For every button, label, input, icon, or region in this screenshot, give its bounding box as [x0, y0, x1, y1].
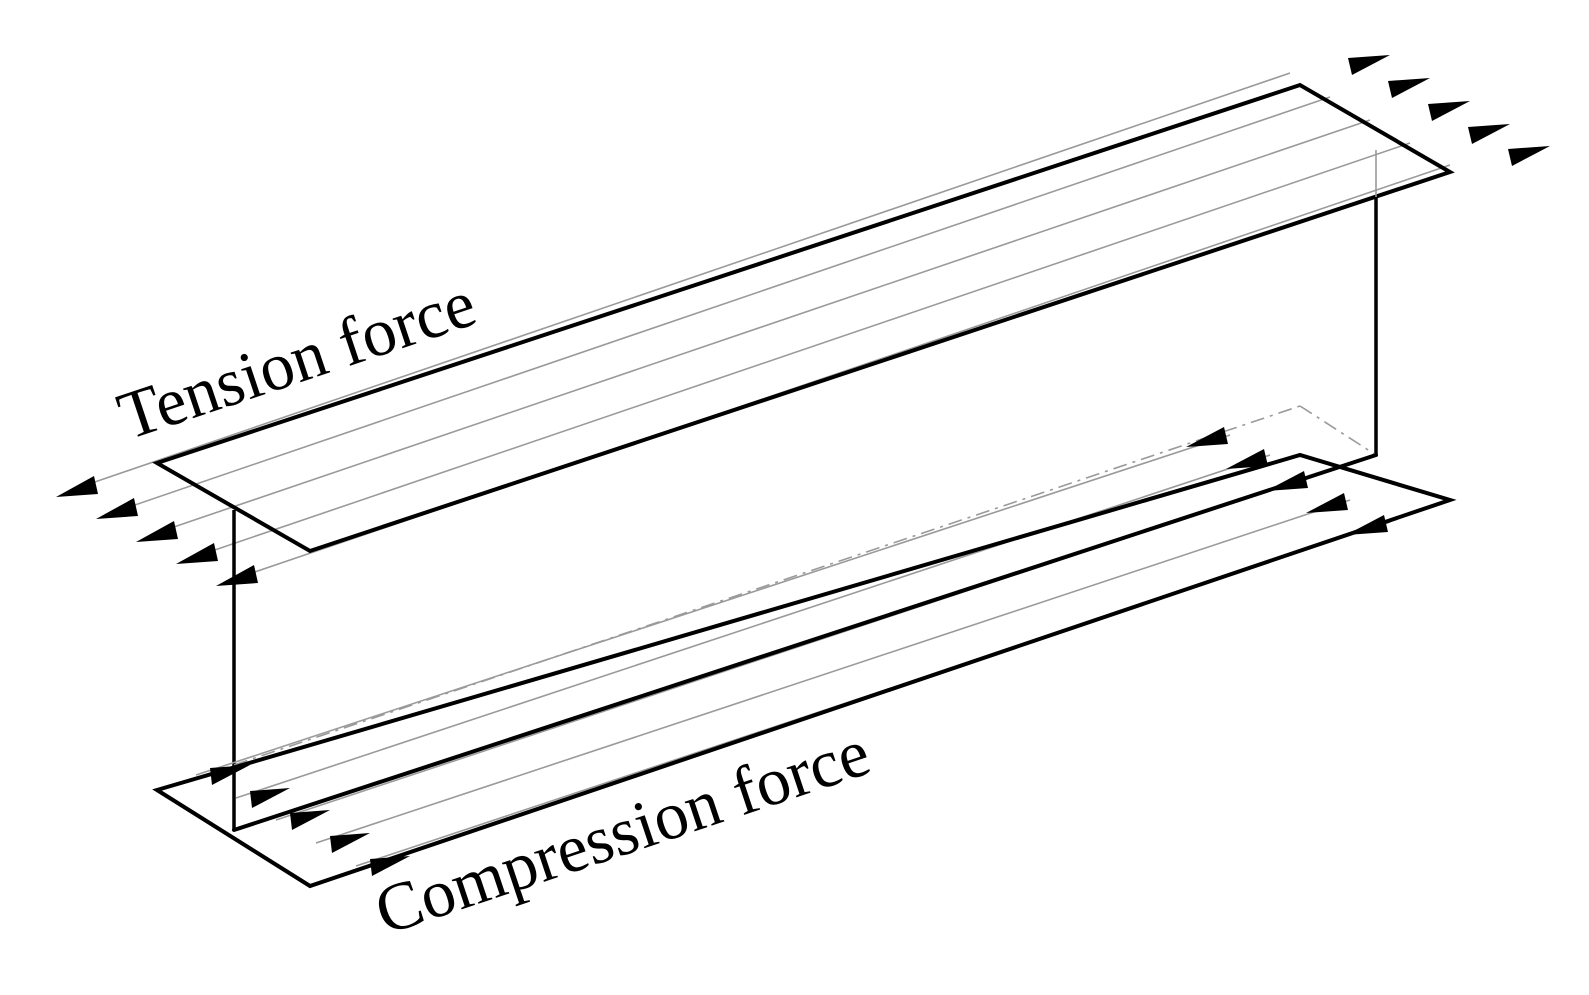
top-flange: [85, 72, 1455, 576]
bottom-flange-hidden-back: [1299, 405, 1377, 456]
arrow-icon: [96, 498, 138, 519]
top-flange-outline: [152, 82, 1455, 554]
arrow-icon: [1508, 146, 1550, 166]
arrow-icon: [1306, 493, 1348, 513]
arrow-icon: [250, 788, 290, 808]
arrow-icon: [136, 521, 178, 542]
tension-arrows-right: [1348, 55, 1550, 166]
arrow-icon: [216, 565, 258, 586]
compression-line-4: [315, 499, 1351, 844]
arrow-icon: [56, 476, 98, 497]
arrow-icon: [1226, 449, 1268, 469]
arrow-icon: [1346, 515, 1388, 535]
compression-arrows-left: [210, 765, 410, 876]
arrow-icon: [1388, 78, 1430, 98]
bottom-flange-web-junction: [232, 453, 1378, 832]
bottom-flange: [152, 405, 1457, 889]
arrow-icon: [290, 810, 330, 830]
web: [232, 150, 1378, 830]
tension-force-label: Tension force: [109, 264, 485, 454]
tension-line-1: [85, 72, 1291, 486]
arrow-icon: [210, 765, 250, 785]
compression-arrows-right: [1186, 427, 1388, 535]
arrow-icon: [1428, 101, 1470, 121]
bottom-flange-outline: [152, 452, 1457, 889]
arrow-icon: [330, 833, 370, 853]
web-hidden-bottom: [233, 405, 1301, 766]
tension-line-4: [205, 142, 1411, 554]
compression-line-2: [235, 454, 1271, 799]
tension-line-2: [125, 96, 1331, 509]
arrow-icon: [1468, 124, 1510, 144]
compression-force-label: Compression force: [366, 714, 879, 950]
arrow-icon: [1348, 55, 1390, 75]
tension-line-3: [164, 119, 1371, 531]
arrow-icon: [1266, 471, 1308, 491]
arrow-icon: [370, 856, 410, 876]
compression-line-1: [195, 434, 1231, 776]
arrow-icon: [1186, 427, 1228, 447]
tension-arrows-left: [56, 476, 258, 586]
arrow-icon: [176, 543, 218, 564]
